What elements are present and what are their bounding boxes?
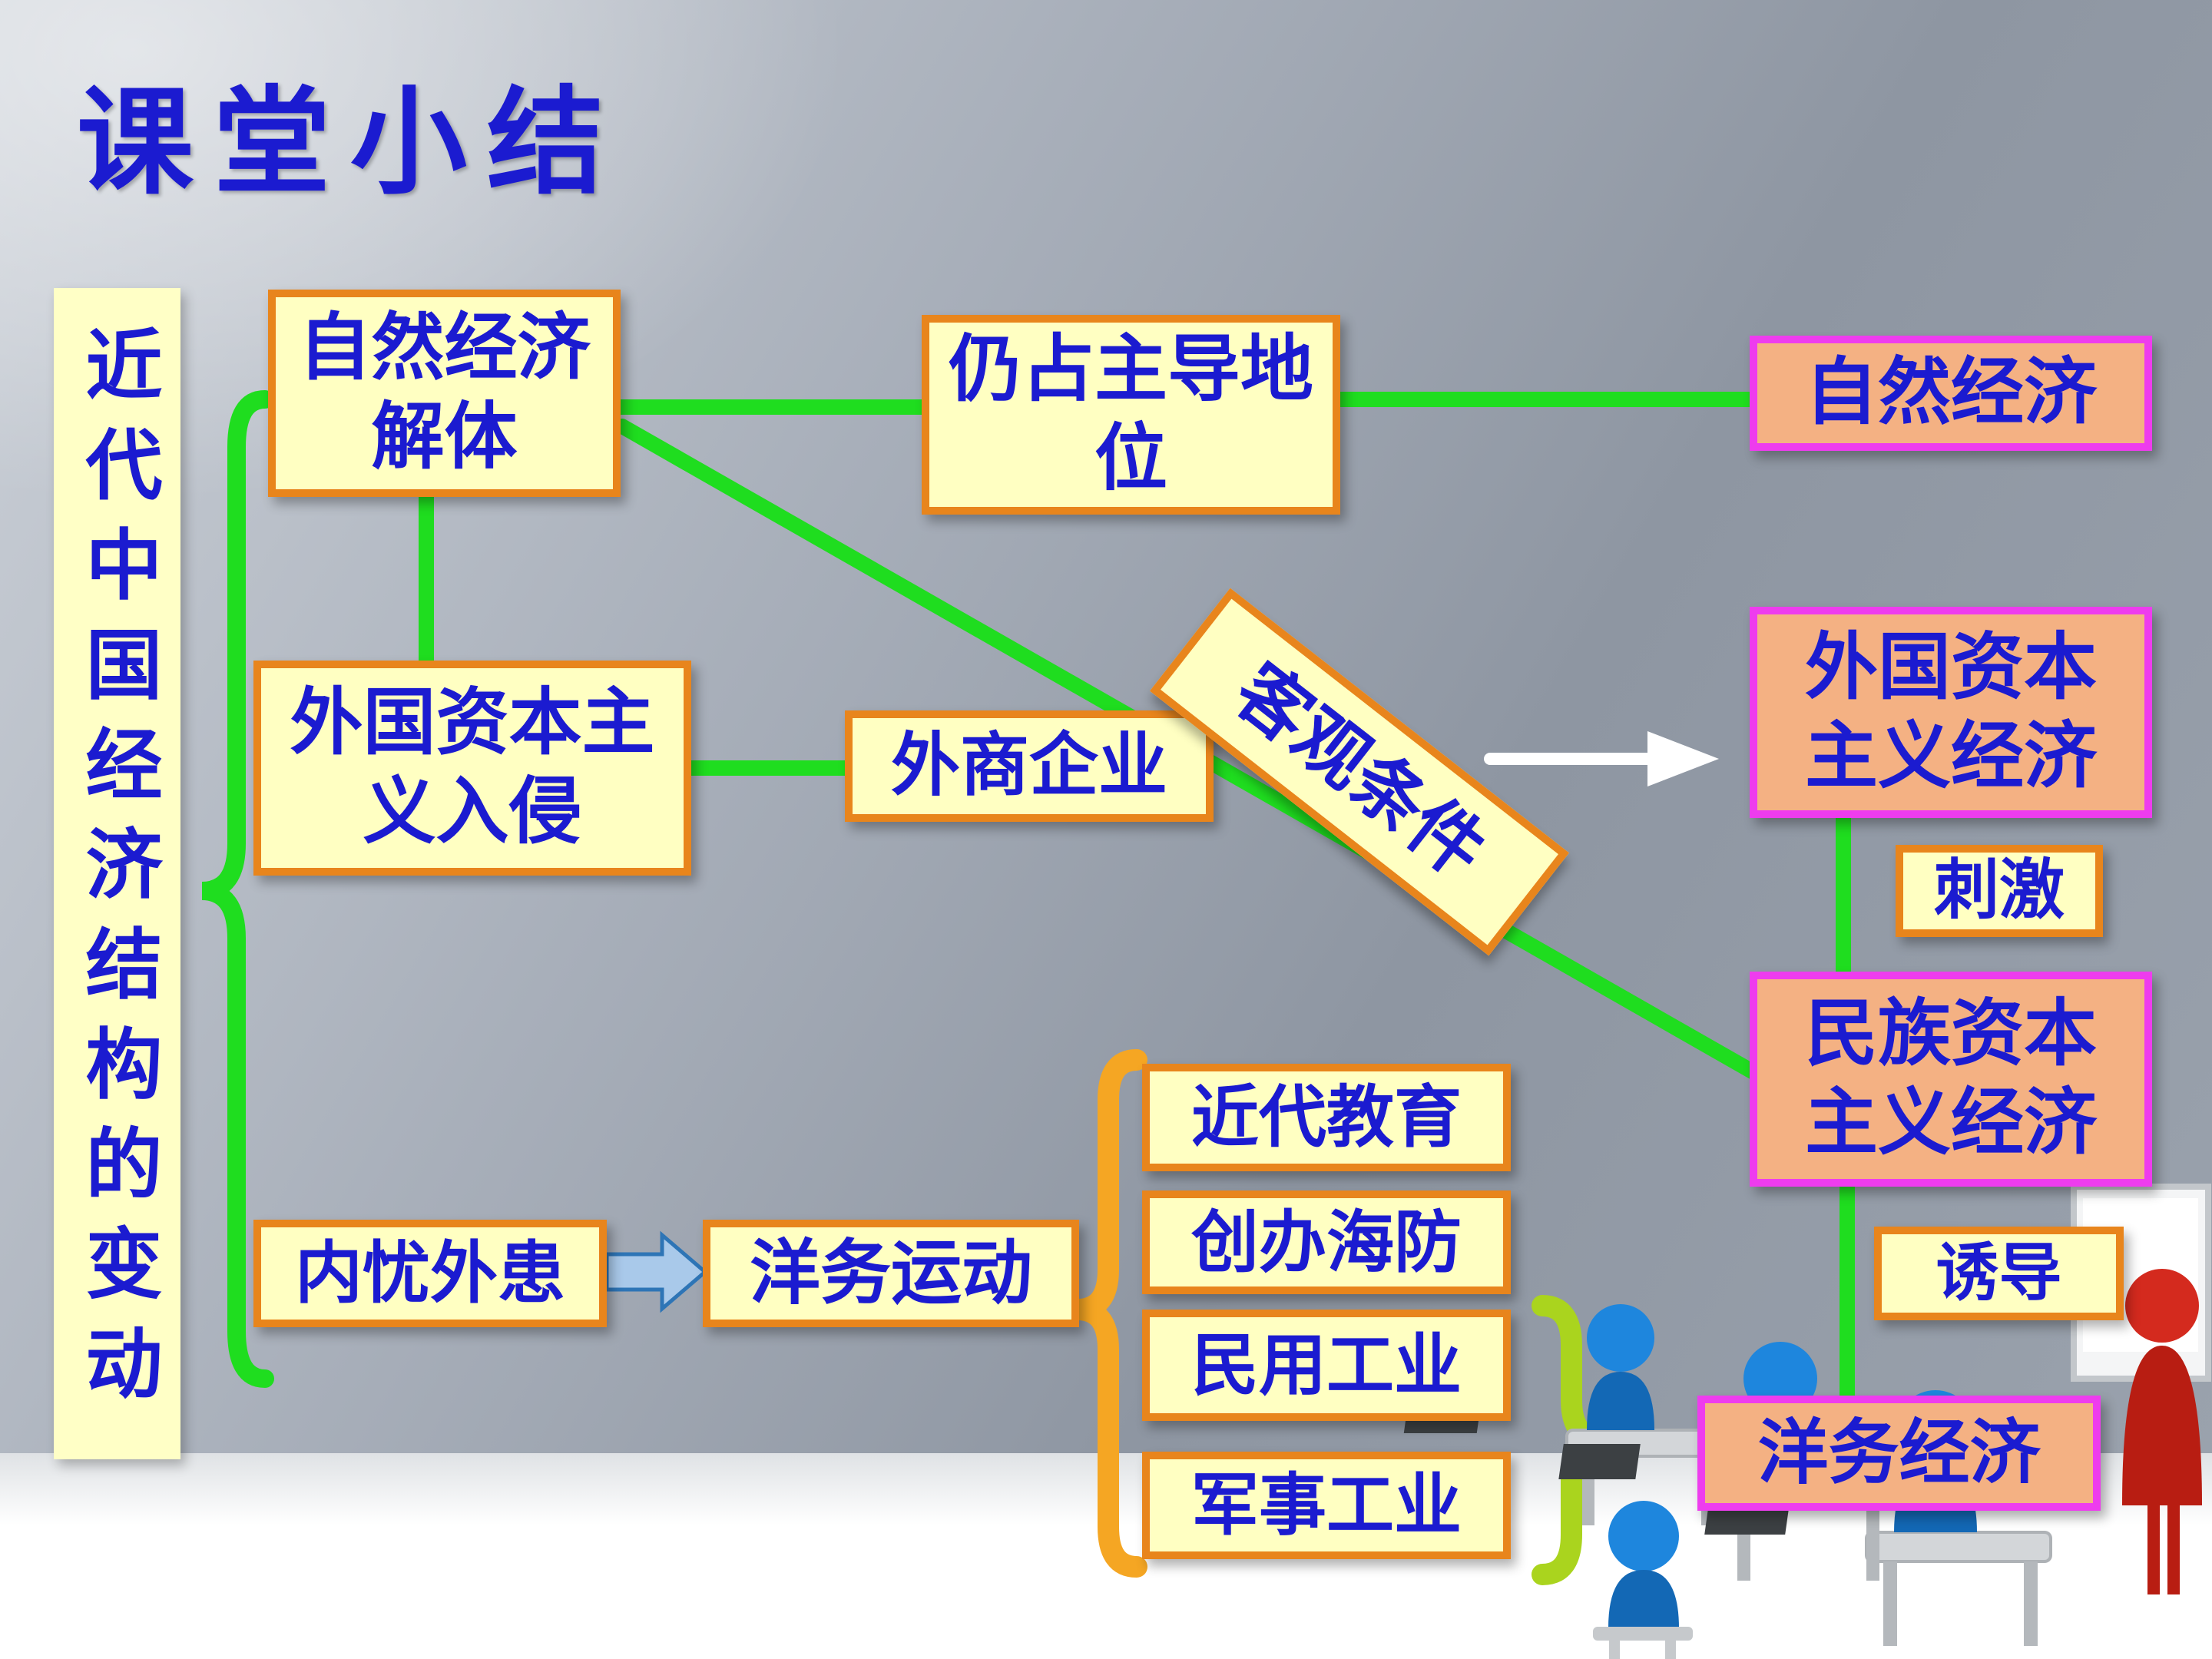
topic-sidebar: 近代中国经济结构的变动 — [54, 288, 180, 1459]
node-foreign-enterprises: 外商企业 — [845, 710, 1214, 822]
white-arrow — [1484, 731, 1719, 786]
chairs — [1593, 1627, 1693, 1659]
node-yangwu-economy: 洋务经济 — [1697, 1396, 2101, 1511]
left-brace — [201, 390, 274, 1388]
node-self-strengthening-movement: 洋务运动 — [703, 1220, 1079, 1327]
node-civil-industry: 民用工业 — [1142, 1310, 1511, 1421]
node-induce: 诱导 — [1874, 1227, 2124, 1320]
node-modern-education: 近代教育 — [1142, 1064, 1511, 1171]
red-presenter — [2122, 1269, 2202, 1594]
blue-arrow — [604, 1230, 708, 1313]
topic-sidebar-label: 近代中国经济结构的变动 — [74, 324, 160, 1423]
node-military-industry: 军事工业 — [1142, 1452, 1511, 1559]
page-title: 课堂小结 — [77, 78, 624, 208]
node-national-capitalist-economy: 民族资本 主义经济 — [1750, 972, 2152, 1187]
node-natural-economy-disintegration: 自然经济 解体 — [268, 290, 621, 497]
node-internal-external-troubles: 内忧外患 — [253, 1220, 607, 1327]
node-foreign-capitalist-economy: 外国资本 主义经济 — [1750, 607, 2152, 818]
node-still-dominant-position: 仍占主导地 位 — [922, 315, 1340, 515]
node-natural-economy: 自然经济 — [1750, 336, 2152, 451]
node-naval-defense: 创办海防 — [1142, 1190, 1511, 1294]
node-foreign-capitalist-invasion: 外国资本主 义入侵 — [253, 661, 691, 876]
node-stimulate: 刺激 — [1896, 845, 2103, 937]
